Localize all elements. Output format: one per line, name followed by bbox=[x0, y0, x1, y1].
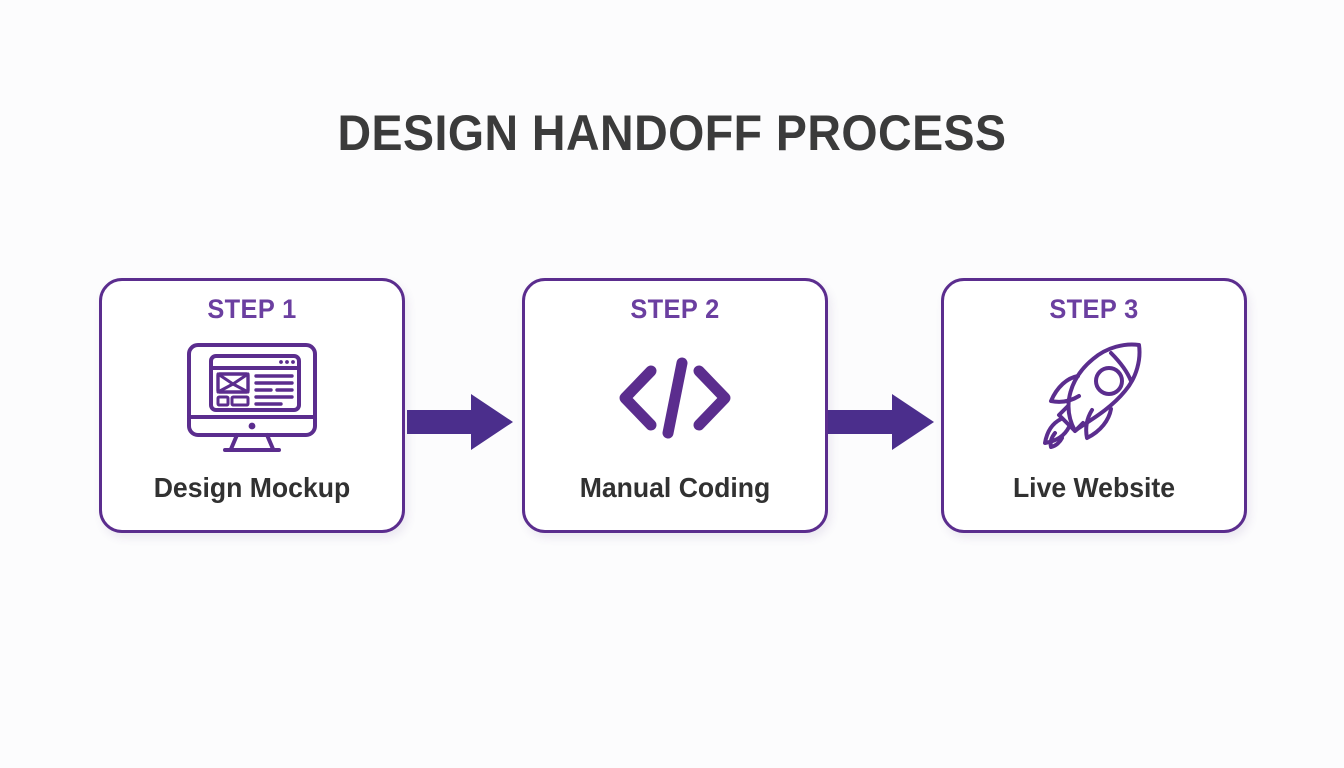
step-2-label: Manual Coding bbox=[579, 472, 771, 503]
step-card-3[interactable]: STEP 3 bbox=[941, 278, 1247, 533]
page-title: DESIGN HANDOFF PROCESS bbox=[337, 105, 1007, 161]
step-1-kicker: STEP 1 bbox=[207, 294, 297, 324]
rocket-launch-icon bbox=[944, 339, 1244, 457]
process-flow: STEP 1 bbox=[99, 278, 1247, 533]
arrow-right-icon-2 bbox=[828, 391, 936, 453]
code-brackets-icon bbox=[525, 339, 825, 457]
step-3-label: Live Website bbox=[1012, 472, 1176, 503]
step-1-label: Design Mockup bbox=[153, 472, 351, 503]
arrow-right-icon-1 bbox=[407, 391, 515, 453]
step-2-kicker: STEP 2 bbox=[630, 294, 720, 324]
step-3-kicker: STEP 3 bbox=[1049, 294, 1139, 324]
desktop-monitor-mockup-icon bbox=[102, 339, 402, 457]
step-card-1[interactable]: STEP 1 bbox=[99, 278, 405, 533]
step-card-2[interactable]: STEP 2 Manual Coding bbox=[522, 278, 828, 533]
